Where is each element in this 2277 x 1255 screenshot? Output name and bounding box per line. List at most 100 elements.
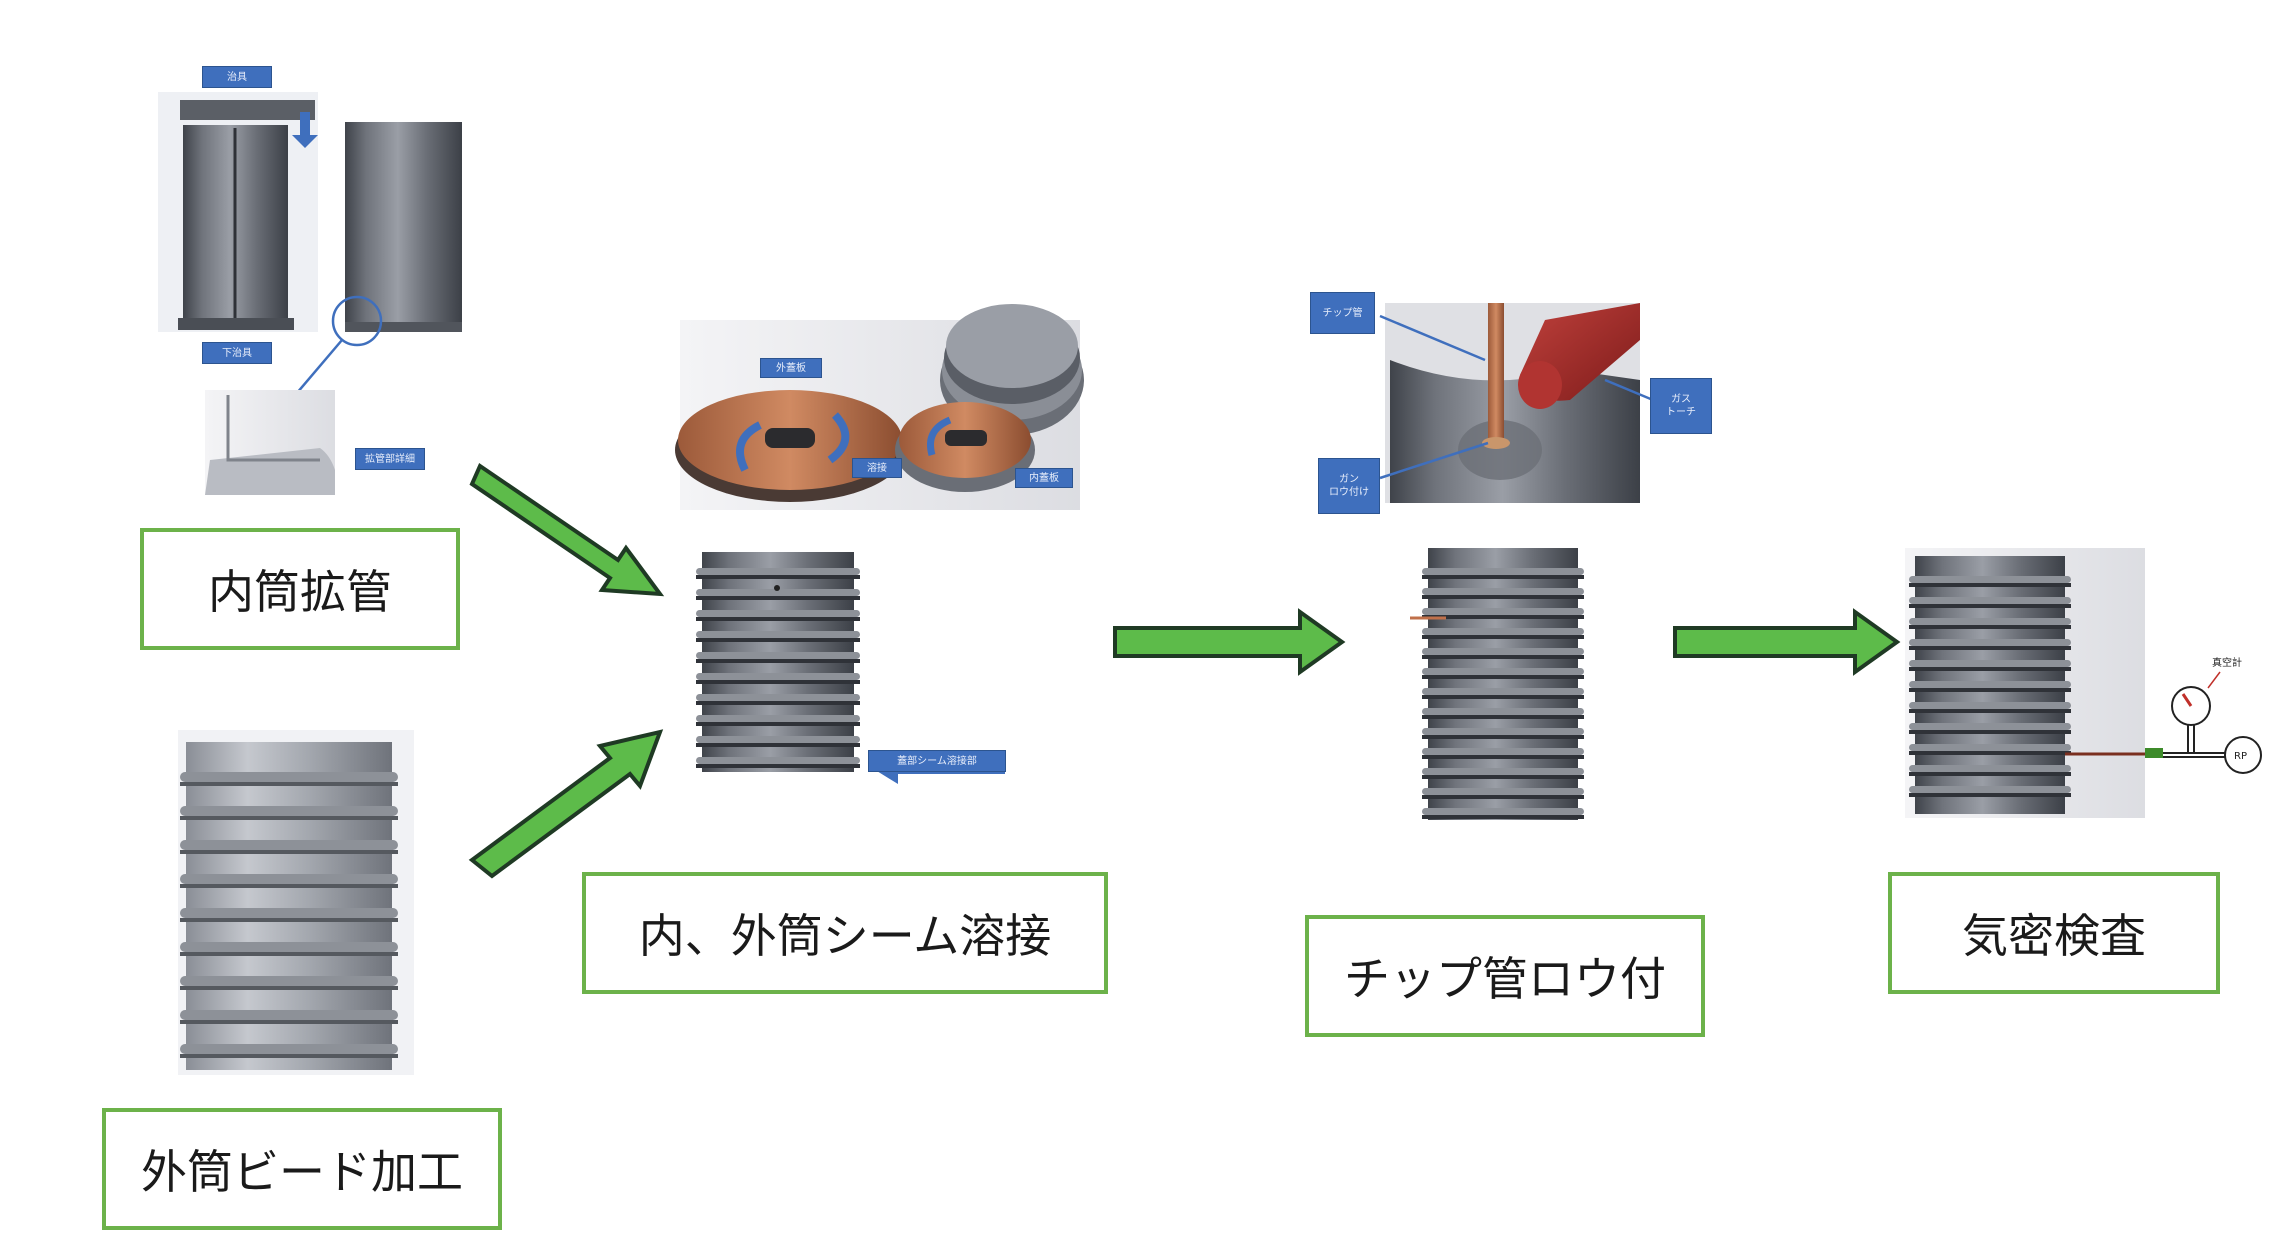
flow-arrows (468, 462, 1901, 879)
bead-shadow (180, 816, 398, 820)
pump-label: RP (2234, 751, 2247, 762)
bead-rib (180, 976, 398, 986)
bead-rib (1422, 768, 1584, 775)
bead-rib (1422, 608, 1584, 615)
tag-weld: 溶接 (852, 458, 902, 478)
bead-shadow (1909, 625, 2071, 629)
bead-shadow (696, 701, 860, 705)
bead-shadow (1422, 595, 1584, 599)
bead-shadow (696, 743, 860, 747)
bead-shadow (1909, 793, 2071, 797)
gauge-label: 真空計 (2212, 656, 2242, 669)
bead-rib (180, 840, 398, 850)
bead-shadow (180, 986, 398, 990)
step-seam-weld: 内、外筒シーム溶接 (582, 872, 1108, 994)
bead-shadow (696, 764, 860, 768)
bead-shadow (1909, 772, 2071, 776)
tag-seam: 蓋部シーム溶接部 (868, 750, 1006, 772)
bead-shadow (180, 884, 398, 888)
bead-shadow (1422, 635, 1584, 639)
bead-shadow (1909, 646, 2071, 650)
bead-rib (1909, 723, 2071, 730)
bead-shadow (1422, 755, 1584, 759)
bead-shadow (696, 638, 860, 642)
bead-shadow (1422, 735, 1584, 739)
arrow-to-weld-bottom (468, 729, 664, 879)
tag-torch: ガス トーチ (1650, 378, 1712, 434)
outer-bead-figure (178, 730, 414, 1075)
bead-rib (1909, 576, 2071, 583)
step-outer-bead: 外筒ビード加工 (102, 1108, 502, 1230)
bead-shadow (1422, 675, 1584, 679)
bead-rib (1422, 588, 1584, 595)
bead-shadow (1909, 688, 2071, 692)
bead-shadow (1422, 615, 1584, 619)
bead-rib (696, 610, 860, 617)
bead-rib (696, 631, 860, 638)
bead-rib (180, 1044, 398, 1054)
bead-rib (696, 715, 860, 722)
tag-inner-lid: 内蓋板 (1015, 468, 1073, 488)
bead-rib (1422, 688, 1584, 695)
press-arrow-icon (292, 112, 318, 148)
step-inner-expansion: 内筒拡管 (140, 528, 460, 650)
bead-rib (1909, 702, 2071, 709)
bead-shadow (180, 1020, 398, 1024)
bead-shadow (1909, 751, 2071, 755)
bead-rib (180, 942, 398, 952)
arrow-to-weld-top (469, 462, 665, 597)
step-leak-test: 気密検査 (1888, 872, 2220, 994)
arrow-to-leak-test (1673, 608, 1901, 676)
bead-shadow (180, 850, 398, 854)
bead-shadow (1422, 715, 1584, 719)
leak-test-figure: 真空計 RP (1905, 548, 2262, 818)
bead-shadow (1909, 730, 2071, 734)
seam-weld-figure (675, 304, 1084, 775)
bead-shadow (1422, 695, 1584, 699)
tag-outer-lid: 外蓋板 (760, 358, 822, 378)
bead-shadow (1422, 795, 1584, 799)
bead-shadow (1909, 583, 2071, 587)
tag-punch: 治具 (202, 66, 272, 88)
bead-shadow (696, 722, 860, 726)
bead-rib (696, 736, 860, 743)
bead-rib (1422, 728, 1584, 735)
bead-rib (1909, 597, 2071, 604)
bead-shadow (180, 782, 398, 786)
tip-pipe (1488, 303, 1504, 443)
bead-rib (1909, 765, 2071, 772)
bead-shadow (180, 952, 398, 956)
tag-tip-pipe: チップ管 (1310, 292, 1375, 334)
bead-rib (1422, 788, 1584, 795)
bead-shadow (696, 680, 860, 684)
bead-shadow (1422, 815, 1584, 819)
bead-shadow (180, 918, 398, 922)
bead-rib (1909, 660, 2071, 667)
bead-rib (696, 694, 860, 701)
bead-rib (180, 1010, 398, 1020)
bead-rib (1422, 648, 1584, 655)
bead-shadow (696, 617, 860, 621)
bead-rib (1422, 568, 1584, 575)
bead-shadow (180, 1054, 398, 1058)
bead-rib (1909, 744, 2071, 751)
bead-rib (1422, 668, 1584, 675)
tag-solder: ガン ロウ付け (1318, 458, 1380, 514)
bead-rib (180, 908, 398, 918)
bead-rib (180, 806, 398, 816)
bead-rib (180, 874, 398, 884)
step-tip-braze: チップ管ロウ付 (1305, 915, 1705, 1037)
inner-tube-after (345, 122, 462, 332)
tag-base: 下治具 (202, 342, 272, 364)
bead-shadow (1422, 655, 1584, 659)
bead-rib (696, 757, 860, 764)
bead-shadow (696, 575, 860, 579)
bead-rib (180, 772, 398, 782)
bead-rib (1909, 681, 2071, 688)
bead-shadow (696, 659, 860, 663)
tag-detail: 拡管部詳細 (355, 448, 425, 470)
bead-shadow (1909, 709, 2071, 713)
bead-rib (1909, 786, 2071, 793)
